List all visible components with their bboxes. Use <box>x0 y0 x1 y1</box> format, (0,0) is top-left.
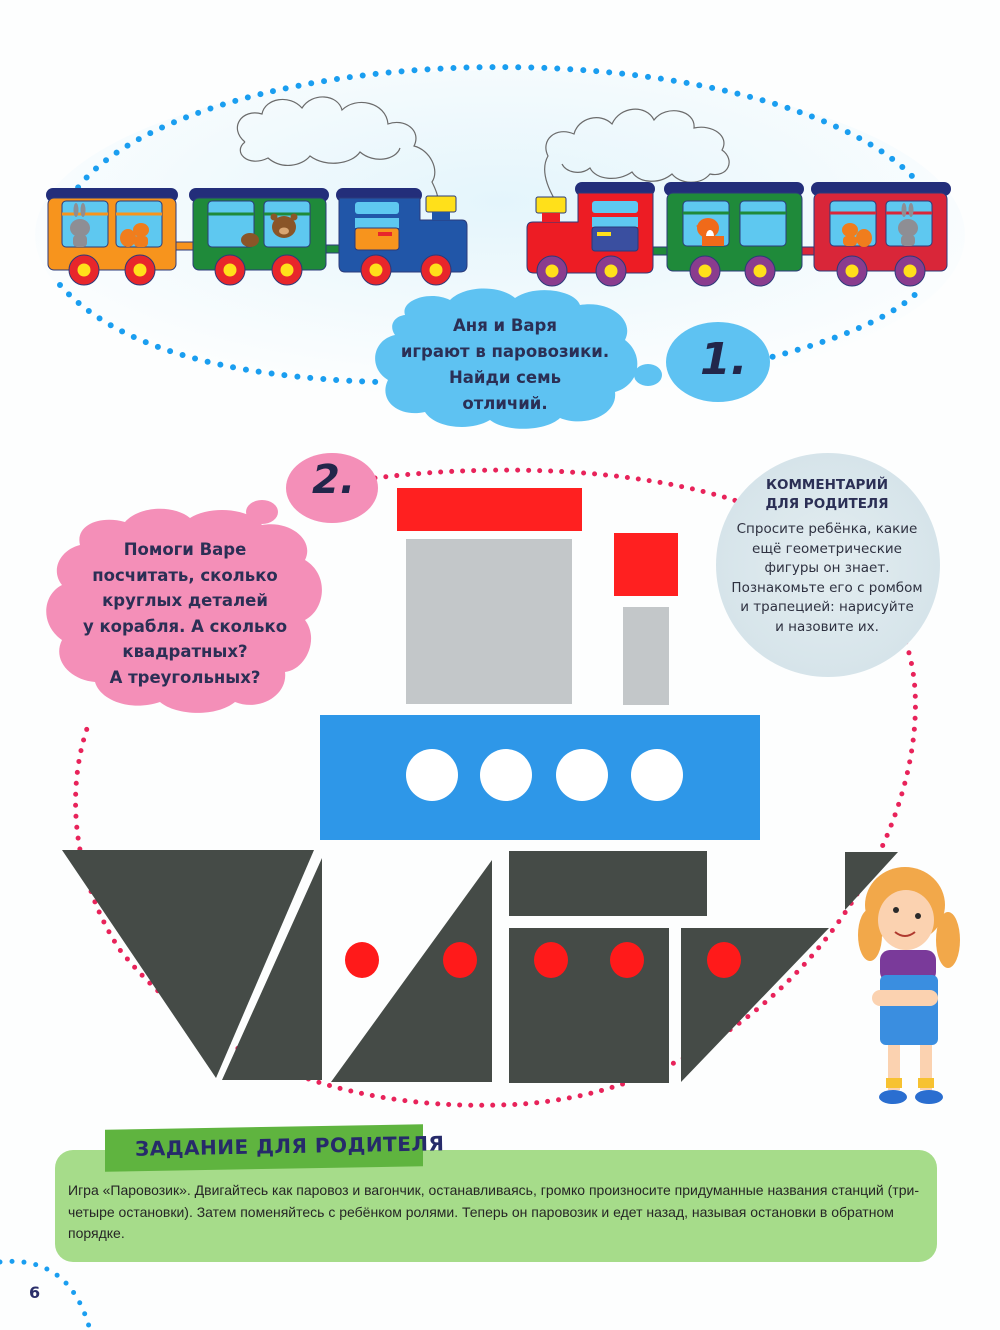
task2-line: квадратных? <box>122 642 248 661</box>
ship-funnel-gray-rectangle <box>623 607 669 705</box>
left-train <box>46 188 468 286</box>
smoke-cloud-left-icon <box>236 96 439 201</box>
hull-red-dot <box>534 942 568 978</box>
parent-task-body: Игра «Паровозик». Двигайтесь как паровоз… <box>68 1182 919 1241</box>
task2-number: 2. <box>312 457 356 503</box>
right-train-red-wagon <box>811 182 951 287</box>
parent-comment-title: КОММЕНТАРИЙ ДЛЯ РОДИТЕЛЯ <box>722 476 932 514</box>
comment-body-line: и трапецией: нарисуйте <box>740 599 914 615</box>
porthole-circle <box>631 749 683 801</box>
comment-body-line: и назовите их. <box>775 618 879 635</box>
comment-body-line: ещё геометрические <box>752 540 902 557</box>
hull-right-triangle <box>681 928 829 1082</box>
page-dotted-arc <box>0 1258 93 1330</box>
parent-comment: КОММЕНТАРИЙ ДЛЯ РОДИТЕЛЯ Спросите ребёнк… <box>722 476 932 637</box>
task1-number: 1. <box>700 334 748 385</box>
porthole-circle <box>480 749 532 801</box>
bear-icon <box>241 213 298 247</box>
right-train-green-wagon <box>664 182 804 287</box>
left-train-orange-wagon <box>46 188 178 286</box>
task1-instruction: Аня и Варя играют в паровозики. Найди се… <box>385 313 625 417</box>
ship-deck-blue-rectangle <box>320 715 760 840</box>
hull-left-triangle <box>62 850 314 1078</box>
hull-small-triangle <box>845 852 898 910</box>
task1-thought-bubble <box>375 288 770 429</box>
hull-red-dot <box>443 942 477 978</box>
rabbit-icon <box>898 203 918 246</box>
task2-line: Помоги Варе <box>123 540 247 559</box>
ship-cabin-gray-square <box>406 539 572 704</box>
smoke-cloud-right-icon <box>544 108 730 201</box>
porthole-circle <box>406 749 458 801</box>
task1-dotted-border-left <box>57 282 383 385</box>
comment-body-line: Спросите ребёнка, какие <box>736 521 918 537</box>
page-number: 6 <box>29 1283 41 1302</box>
right-train <box>526 182 951 287</box>
ship <box>62 488 898 1083</box>
left-train-blue-locomotive <box>336 188 468 286</box>
task1-line: Аня и Варя <box>453 316 557 335</box>
hull-left-trapezoid-part <box>222 858 322 1080</box>
parent-comment-body: Спросите ребёнка, какие ещё геометрическ… <box>722 520 932 637</box>
task2-instruction: Помоги Варе посчитать, сколько круглых д… <box>60 537 310 690</box>
task2-thought-bubble <box>46 453 378 713</box>
hull-red-dot <box>345 942 379 978</box>
fox-icon <box>696 218 724 246</box>
hull-red-dot <box>610 942 644 978</box>
comment-body-line: Познакомьте его с ромбом <box>731 579 923 596</box>
chimney <box>425 195 457 213</box>
task1-dotted-border-right <box>757 287 923 363</box>
task1-line: Найди семь <box>448 368 562 387</box>
ship-top-red-rectangle <box>397 488 582 531</box>
task1-line: играют в паровозики. <box>400 342 610 361</box>
task2-line: круглых деталей <box>102 591 268 610</box>
comment-circle <box>716 453 940 677</box>
girl-illustration <box>858 867 960 1104</box>
porthole-circle <box>556 749 608 801</box>
hull-square <box>509 928 669 1083</box>
squirrel-icon <box>842 223 872 247</box>
comment-title-line: ДЛЯ РОДИТЕЛЯ <box>765 496 889 512</box>
comment-title-line: КОММЕНТАРИЙ <box>765 477 889 493</box>
task2-line: А треугольных? <box>109 667 261 687</box>
hull-red-dot <box>707 942 741 978</box>
ship-funnel-red-square <box>614 533 678 596</box>
comment-body-line: фигуры он знает. <box>764 560 890 576</box>
task2-line: у корабля. А сколько <box>82 616 288 636</box>
task1-line: отличий. <box>462 394 548 413</box>
task1-background <box>35 70 965 400</box>
hull-top-rectangle <box>509 851 707 916</box>
coupler <box>174 241 194 251</box>
squirrel-icon <box>120 223 149 247</box>
chimney <box>535 196 567 214</box>
task2-line: посчитать, сколько <box>92 565 278 585</box>
hull-triangle-middle <box>331 860 492 1082</box>
rabbit-icon <box>70 203 90 247</box>
left-train-green-wagon <box>189 188 329 286</box>
right-train-red-locomotive <box>526 182 655 287</box>
